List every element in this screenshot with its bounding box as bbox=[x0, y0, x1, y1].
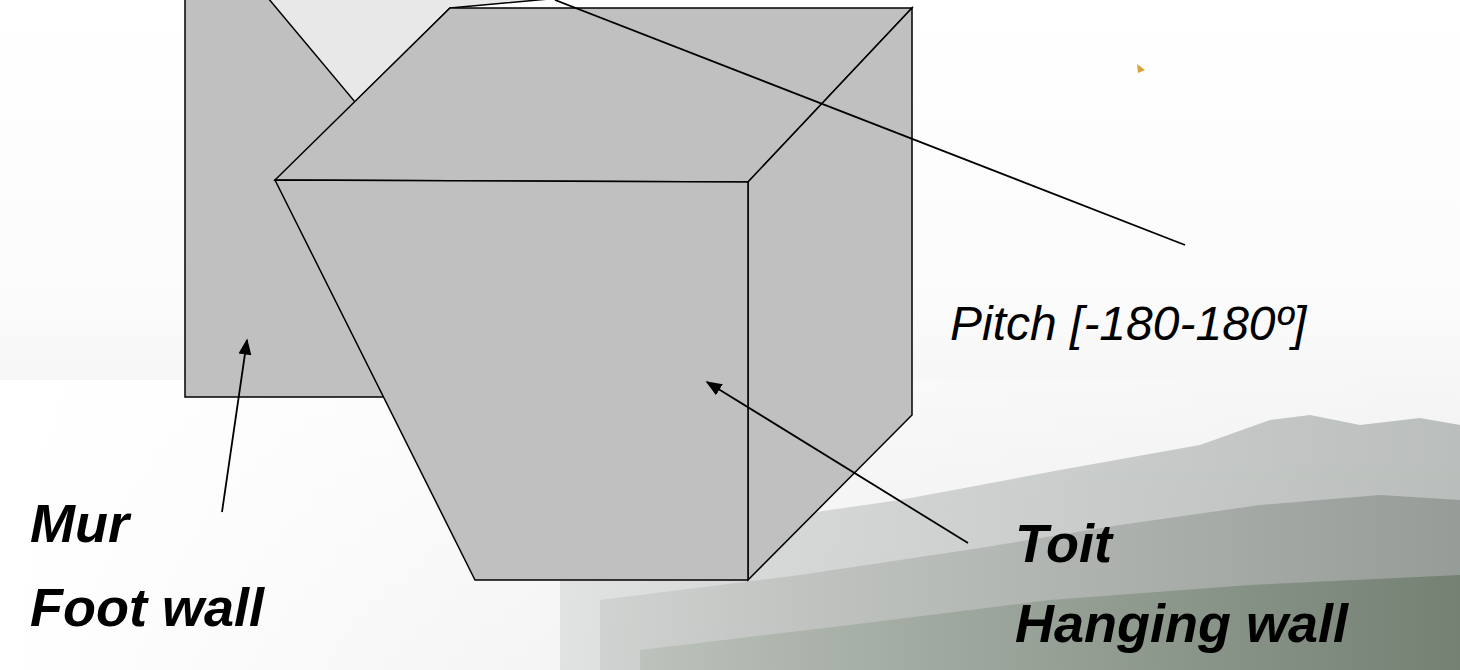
part-name: Foot wall bbox=[30, 580, 264, 634]
part-name: Hanging wall bbox=[1015, 596, 1348, 650]
foot-wall-leader bbox=[222, 340, 247, 512]
pitch-label: Pitch [-180-180º] bbox=[950, 300, 1306, 348]
hanging-wall-leader bbox=[707, 382, 968, 543]
cursor-mark bbox=[1137, 64, 1145, 73]
part-name: Toit bbox=[1015, 516, 1112, 570]
part-name: Mur bbox=[30, 496, 129, 550]
hanging-wall-front bbox=[275, 180, 748, 580]
pitch-leader bbox=[555, 0, 1185, 245]
